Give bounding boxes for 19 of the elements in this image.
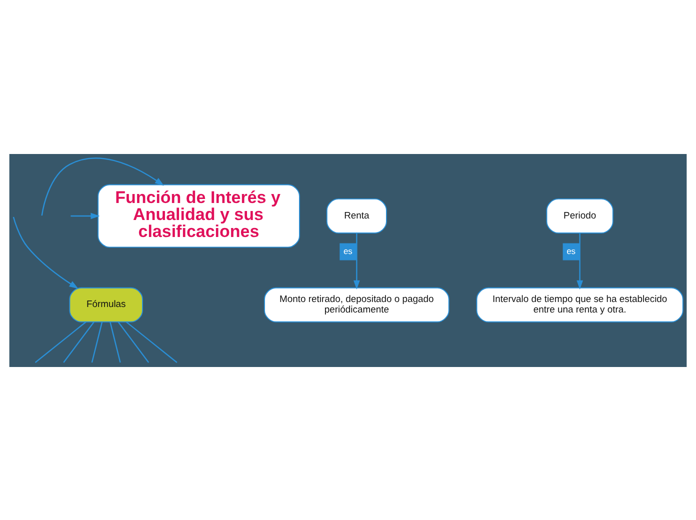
- edge-label: es: [566, 245, 576, 256]
- node-box: Monto retirado, depositado o pagado periódicamente: [264, 286, 450, 322]
- node-box: Renta: [326, 198, 387, 233]
- edge-label: es: [343, 245, 352, 256]
- node-box: Periodo: [546, 198, 614, 233]
- connector: [63, 321, 95, 362]
- arrow: [354, 232, 360, 289]
- node-box: Intervalo de tiempo que se ha establecido entre una renta y otra.: [476, 286, 684, 322]
- arrow: [576, 232, 583, 289]
- node-box: Función de Interés y Anualidad y sus clasificaciones: [98, 184, 300, 248]
- arrow: [70, 212, 100, 219]
- arrow: [41, 157, 164, 216]
- connector: [110, 321, 121, 362]
- connector: [126, 320, 178, 362]
- connector: [91, 321, 103, 362]
- connector: [118, 321, 150, 362]
- arrow: [12, 216, 78, 288]
- connector: [34, 320, 86, 362]
- node-box: Fórmulas: [69, 286, 143, 322]
